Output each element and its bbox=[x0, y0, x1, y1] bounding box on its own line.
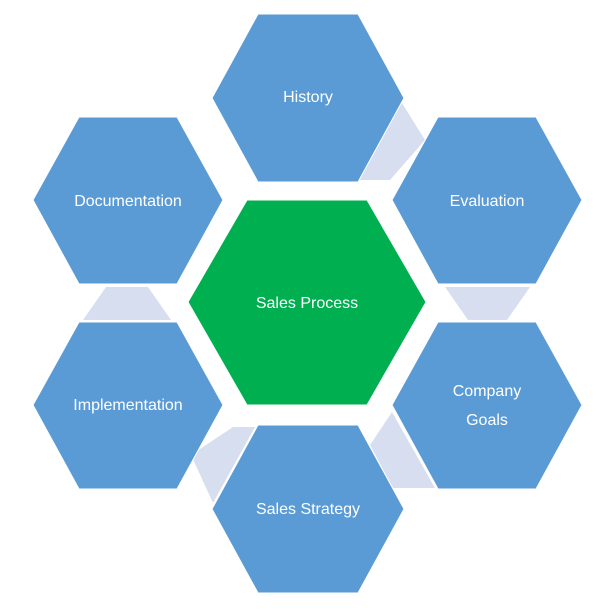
hexagon-sales-strategy: Sales Strategy bbox=[211, 424, 405, 594]
hexagon-shape bbox=[391, 321, 583, 490]
hexagon-evaluation: Evaluation bbox=[391, 116, 583, 285]
hexagon-shape bbox=[211, 424, 405, 594]
hexagon-label: Evaluation bbox=[450, 193, 525, 210]
hexagon-label-line-2: Goals bbox=[466, 412, 508, 429]
hexagon-company-goals: Company Goals bbox=[391, 321, 583, 490]
hexagon-shape bbox=[391, 116, 583, 285]
connector-implementation-documentation bbox=[83, 287, 171, 320]
hexagon-documentation: Documentation bbox=[32, 116, 224, 285]
hexagon-label-line-1: Company bbox=[453, 383, 521, 400]
connector-sales-strategy-implementation bbox=[191, 427, 255, 503]
hexagon-label: History bbox=[283, 89, 333, 106]
hexagon-label: Implementation bbox=[73, 397, 182, 414]
center-label: Sales Process bbox=[256, 295, 358, 312]
hexagon-label: Sales Strategy bbox=[256, 501, 360, 518]
hexagon-sales-process-center: Sales Process bbox=[187, 199, 427, 406]
hexagon-implementation: Implementation bbox=[32, 321, 224, 490]
connector-company-goals-sales-strategy bbox=[370, 412, 435, 488]
connector-evaluation-company-goals bbox=[445, 287, 530, 320]
hexagon-history: History bbox=[211, 13, 405, 183]
connector-history-evaluation bbox=[358, 100, 425, 180]
hexagon-shape bbox=[32, 321, 224, 490]
center-hexagon-shape bbox=[187, 199, 427, 406]
hexagon-label: Documentation bbox=[74, 193, 182, 210]
connectors bbox=[83, 100, 530, 503]
hexagon-shape bbox=[32, 116, 224, 285]
hexagon-shape bbox=[211, 13, 405, 183]
